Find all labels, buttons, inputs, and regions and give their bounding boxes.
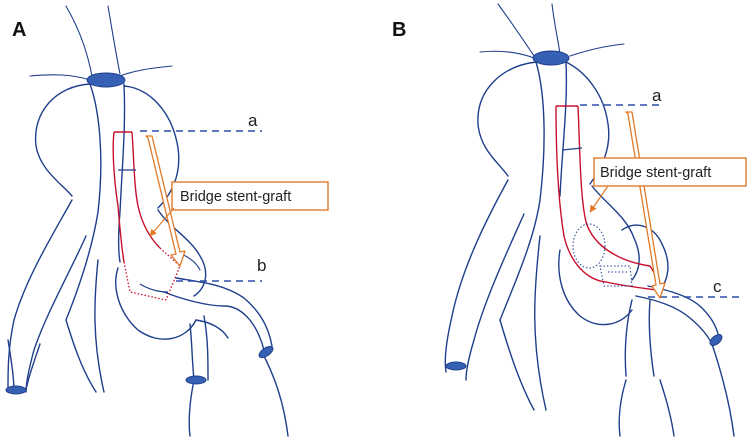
panel-a-vessel-tree (7, 5, 289, 437)
panel-a-line-a-label: a (248, 111, 258, 130)
ostium-top (532, 50, 570, 66)
panel-b-stent-graft (555, 105, 661, 291)
panel-a-callout-pointer (149, 207, 175, 237)
panel-a: A (5, 5, 329, 437)
panel-b: B (392, 3, 747, 437)
ostium-right (258, 345, 274, 359)
ostium-top (86, 72, 126, 88)
panel-b-callout-box (593, 157, 747, 187)
panel-b-ostia (445, 50, 723, 371)
ostium-left (445, 361, 467, 371)
panel-b-callout-text: Bridge stent-graft (600, 165, 711, 181)
ostium-left (5, 385, 27, 395)
panel-b-vessel-tree (444, 3, 735, 437)
panel-a-callout-text: Bridge stent-graft (180, 189, 291, 205)
panel-a-callout-box (171, 181, 329, 211)
panel-b-dotted-ring (572, 223, 606, 269)
ostium-mid (185, 375, 207, 385)
panel-b-line-c-label: c (713, 277, 722, 296)
panel-b-length-arrow (625, 111, 666, 299)
panel-a-line-b-label: b (257, 256, 266, 275)
panel-b-line-a-label: a (652, 86, 662, 105)
panel-a-label: A (12, 19, 26, 41)
panel-a-length-arrow (145, 135, 186, 267)
panel-b-callout-pointer (589, 185, 609, 213)
panel-b-label: B (392, 19, 406, 41)
panel-a-ostia (5, 72, 274, 395)
ostium-right (709, 334, 723, 346)
panel-a-stent-graft (112, 131, 181, 301)
